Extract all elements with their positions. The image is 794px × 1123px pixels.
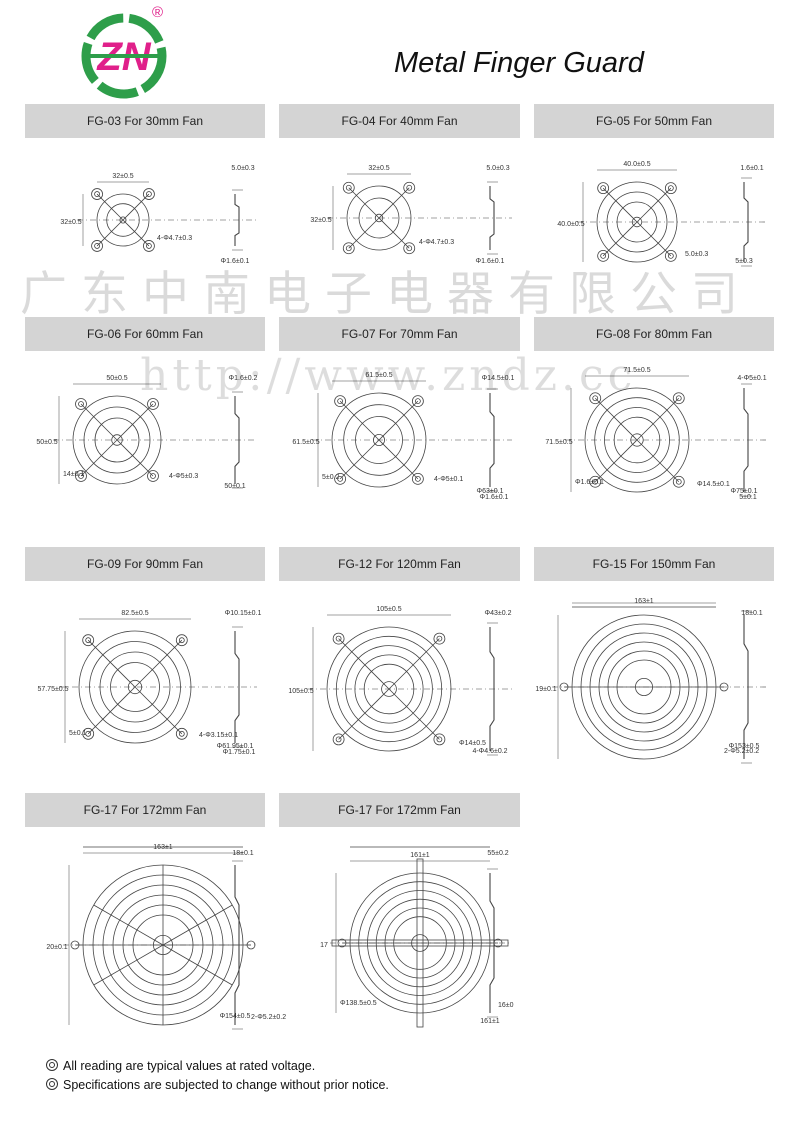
dimension-label: 32±0.5 [310, 217, 331, 224]
guard-drawing: 50±0.5 50±0.5 4-Φ5±0.3 Φ1.6±0.2 50±0.1 14±0.1 [36, 375, 258, 490]
dimension-label: 4-Φ5±0.1 [434, 476, 463, 483]
double-circle-icon [46, 1059, 58, 1071]
dimension-label: 105±0.5 [376, 606, 401, 613]
guard-drawing: 32±0.5 32±0.5 4-Φ4.7±0.3 5.0±0.3Φ1.6±0.1 [310, 165, 512, 265]
dimension-label: 17 [320, 942, 328, 949]
dimension-label: 4-Φ4.7±0.3 [419, 239, 454, 246]
dimension-label: 2-Φ5.2±0.2 [724, 748, 759, 755]
double-circle-icon [46, 1078, 58, 1090]
header-fg08: FG-08 For 80mm Fan [534, 317, 774, 351]
dimension-label: Φ75±0.1 [731, 488, 758, 495]
dimension-label: Φ14.5±0.1 [697, 481, 730, 488]
dimension-label: 4-Φ4.7±0.3 [157, 235, 192, 242]
header-fg09: FG-09 For 90mm Fan [25, 547, 265, 581]
dimension-label: 5±0.3 [735, 258, 753, 265]
dimension-label: 5±0.1 [739, 494, 757, 501]
dimension-label: 1.6±0.1 [740, 165, 763, 172]
guard-drawing: 61.5±0.5 61.5±0.5 4-Φ5±0.1 Φ14.5±0.1Φ63±0.1… [292, 372, 515, 501]
watermark-url: http://www.zndz.cc [140, 350, 637, 401]
watermark-company: 广东中南电子电器有限公司 [20, 267, 752, 322]
header-fg05: FG-05 For 50mm Fan [534, 104, 774, 138]
dimension-label: 82.5±0.5 [121, 610, 148, 617]
dimension-label: 50±0.5 [106, 375, 127, 382]
dimension-label: 50±0.1 [224, 483, 245, 490]
dimension-label: Φ1.6±0.1 [221, 258, 250, 265]
dimension-label: 20±0.1 [46, 944, 67, 951]
dimension-label: Φ1.75±0.1 [223, 749, 256, 756]
dimension-label: 18±0.1 [741, 610, 762, 617]
dimension-label: 55±0.2 [487, 850, 508, 857]
dimension-label: Φ63±0.1 [477, 488, 504, 495]
dimension-label: Φ43±0.2 [485, 610, 512, 617]
dimension-label: 18±0.1 [232, 850, 253, 857]
dimension-label: 40.0±0.5 [557, 221, 584, 228]
note-text: All reading are typical values at rated … [63, 1059, 316, 1073]
dimension-label: Φ14.5±0.1 [482, 375, 515, 382]
header-fg04: FG-04 For 40mm Fan [279, 104, 520, 138]
dimension-label: Φ1.6±0.1 [575, 479, 604, 486]
dimension-label: 57.75±0.5 [37, 686, 68, 693]
dimension-label: 161±1 [480, 1018, 500, 1025]
dimension-label: 5.0±0.3 [685, 251, 708, 258]
dimension-label: 4-Φ4.6±0.2 [472, 748, 507, 755]
dimension-label: Φ138.5±0.5 [340, 1000, 377, 1007]
dimension-label: 61.5±0.5 [292, 439, 319, 446]
header-fg15: FG-15 For 150mm Fan [534, 547, 774, 581]
dimension-label: 32±0.5 [60, 219, 81, 226]
dimension-label: Φ154±0.5 [220, 1013, 251, 1020]
guard-drawing: 82.5±0.5 57.75±0.5 4-Φ3.15±0.1 Φ10.15±0.1Φ6… [37, 610, 262, 756]
page-title: Metal Finger Guard [394, 47, 644, 79]
header-fg17a: FG-17 For 172mm Fan [25, 793, 265, 827]
dimension-label: 2-Φ5.2±0.2 [251, 1014, 286, 1021]
note-text: Specifications are subjected to change w… [63, 1078, 389, 1092]
dimension-label: 14±0.1 [63, 471, 84, 478]
dimension-label: 4-Φ3.15±0.1 [199, 732, 238, 739]
dimension-label: 5.0±0.3 [486, 165, 509, 172]
dimension-label: Φ1.6±0.1 [480, 494, 509, 501]
dimension-label: 32±0.5 [112, 173, 133, 180]
dimension-label: 71.5±0.5 [623, 367, 650, 374]
header-fg07: FG-07 For 70mm Fan [279, 317, 520, 351]
dimension-label: Φ61.95±0.1 [217, 743, 254, 750]
header-fg12: FG-12 For 120mm Fan [279, 547, 520, 581]
note-spec-change: Specifications are subjected to change w… [46, 1078, 389, 1092]
note-typical-values: All reading are typical values at rated … [46, 1059, 315, 1073]
dimension-label: 161±1 [410, 852, 430, 859]
dimension-label: Φ14±0.5 [459, 740, 486, 747]
dimension-label: 5.0±0.3 [231, 165, 254, 172]
dimension-label: Φ1.6±0.2 [229, 375, 258, 382]
dimension-label: 105±0.5 [288, 688, 313, 695]
dimension-label: 5±0.1 [69, 730, 87, 737]
dimension-label: Φ153±0.5 [729, 743, 760, 750]
dimension-label: 4-Φ5±0.1 [737, 375, 766, 382]
dimension-label: 19±0.1 [535, 686, 556, 693]
guard-drawing: 40.0±0.5 40.0±0.5 5.0±0.3 1.6±0.1 5±0.3 [557, 161, 766, 267]
dimension-label: 71.5±0.5 [545, 439, 572, 446]
dimension-label: Φ1.6±0.1 [476, 258, 505, 265]
dimension-label: 32±0.5 [368, 165, 389, 172]
dimension-label: 4-Φ5±0.3 [169, 473, 198, 480]
dimension-label: 50±0.5 [36, 439, 57, 446]
header-fg17b: FG-17 For 172mm Fan [279, 793, 520, 827]
company-logo: ZN ® [76, 4, 176, 100]
header-fg06: FG-06 For 60mm Fan [25, 317, 265, 351]
registered-mark: ® [152, 4, 164, 21]
guard-drawing: 32±0.5 32±0.5 4-Φ4.7±0.3 5.0±0.3Φ1.6±0.1 [60, 165, 257, 265]
dimension-label: 5±0.2 [322, 474, 340, 481]
dimension-label: 40.0±0.5 [623, 161, 650, 168]
dimension-label: Φ10.15±0.1 [225, 610, 262, 617]
dimension-label: 163±1 [634, 598, 654, 605]
header-fg03: FG-03 For 30mm Fan [25, 104, 265, 138]
dimension-label: 16±0 [498, 1002, 514, 1009]
dimension-label: 61.5±0.5 [365, 372, 392, 379]
dimension-label: 163±1 [153, 844, 173, 851]
